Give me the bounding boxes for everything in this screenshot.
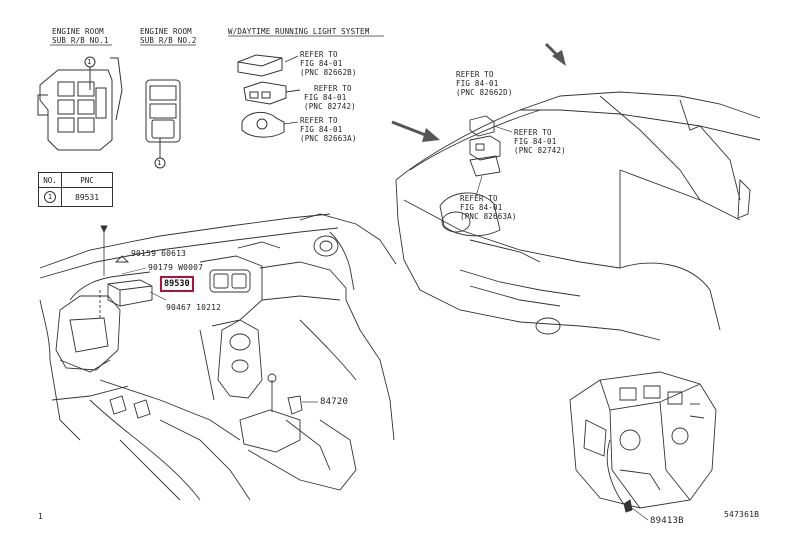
refer-line: REFER TO (456, 70, 494, 79)
part-number-90467[interactable]: 90467 10212 (166, 303, 222, 312)
refer-label-left-1: REFER TO FIG 84-01 (PNC 82662B) (300, 50, 357, 77)
header-line: ENGINE ROOM (140, 27, 192, 36)
engine-assembly (570, 372, 716, 520)
refer-line: FIG 84-01 (456, 79, 499, 88)
refer-line: (PNC 82742) (514, 146, 566, 155)
pnc-row-no: 1 (38, 187, 62, 207)
callout-number: 1 (44, 191, 56, 203)
part-number-90179[interactable]: 90179 W0007 (148, 263, 204, 272)
refer-line: (PNC 82663A) (460, 212, 517, 221)
refer-line: (PNC 82663A) (300, 134, 357, 143)
refer-line: REFER TO (300, 116, 338, 125)
part-number-89530-highlighted[interactable]: 89530 (160, 276, 194, 292)
refer-label-left-3: REFER TO FIG 84-01 (PNC 82663A) (300, 116, 357, 143)
car-exterior (392, 44, 760, 340)
pnc-col-pnc: PNC (61, 172, 113, 188)
part-number-84720[interactable]: 84720 (320, 397, 349, 407)
refer-line: REFER TO (300, 50, 338, 59)
refer-line: (PNC 82662D) (456, 88, 513, 97)
refer-label-left-2: REFER TO FIG 84-01 (PNC 82742) (304, 84, 356, 111)
refer-line: FIG 84-01 (460, 203, 503, 212)
engine-room-header-1: ENGINE ROOM SUB R/B NO.1 (52, 27, 109, 45)
engine-room-header-2: ENGINE ROOM SUB R/B NO.2 (140, 27, 197, 45)
pnc-row-pnc: 89531 (61, 187, 113, 207)
header-line: SUB R/B NO.1 (52, 36, 109, 45)
refer-line: REFER TO (460, 194, 498, 203)
refer-line: FIG 84-01 (300, 125, 343, 134)
relay-block-1 (38, 45, 122, 150)
header-line: SUB R/B NO.2 (140, 36, 197, 45)
refer-line: REFER TO (314, 84, 352, 93)
relay-block-2 (140, 45, 196, 168)
callout-number: 1 (157, 159, 162, 167)
refer-line: REFER TO (514, 128, 552, 137)
header-line: ENGINE ROOM (52, 27, 104, 36)
refer-label-right-3: REFER TO FIG 84-01 (PNC 82663A) (460, 194, 517, 221)
page-mark: 1 (38, 512, 44, 521)
pnc-table: NO. PNC 1 89531 (38, 172, 113, 207)
refer-line: FIG 84-01 (514, 137, 557, 146)
refer-line: FIG 84-01 (300, 59, 343, 68)
callout-number: 1 (87, 58, 92, 66)
refer-label-right-1: REFER TO FIG 84-01 (PNC 82662D) (456, 70, 513, 97)
part-number-90159[interactable]: 90159 60613 (131, 249, 187, 258)
system-header: W/DAYTIME RUNNING LIGHT SYSTEM (228, 27, 370, 36)
refer-line: FIG 84-01 (304, 93, 347, 102)
refer-label-right-2: REFER TO FIG 84-01 (PNC 82742) (514, 128, 566, 155)
pnc-col-no: NO. (38, 172, 62, 188)
refer-line: (PNC 82742) (304, 102, 356, 111)
part-number-89413B[interactable]: 89413B (650, 516, 684, 526)
drawing-id: 547361B (724, 510, 760, 519)
drl-parts (228, 36, 384, 137)
car-interior (40, 214, 396, 500)
refer-line: (PNC 82662B) (300, 68, 357, 77)
